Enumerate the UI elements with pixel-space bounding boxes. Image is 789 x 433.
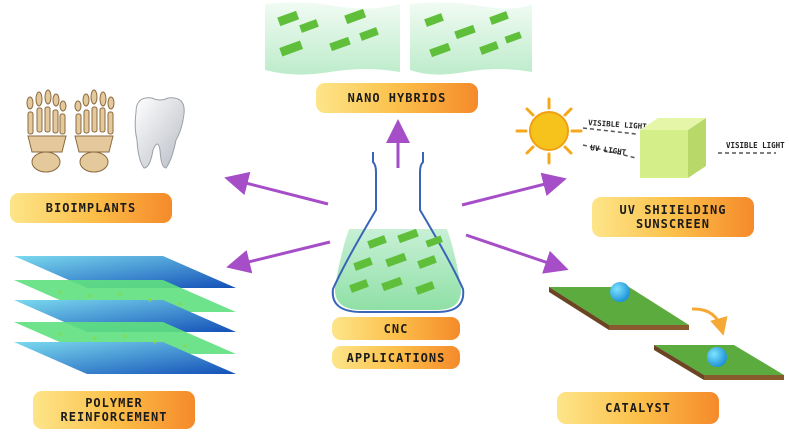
tooth-icon: [134, 97, 185, 169]
cnc-text: CNC: [383, 321, 409, 336]
catalyst-text: CATALYST: [605, 401, 671, 415]
polymer-sheets-illustration: [14, 256, 236, 374]
nano-hybrids-label: NANO HYBRIDS: [316, 83, 478, 113]
catalyst-label: CATALYST: [557, 392, 719, 424]
arrow-to-polymer: [226, 240, 331, 274]
polymer-reinforcement-label: POLYMER REINFORCEMENT: [33, 391, 195, 429]
nano-hybrids-illustration: [265, 2, 532, 75]
uv-light-label: UV LIGHT: [590, 143, 628, 157]
polymer-text-line1: POLYMER: [85, 396, 143, 410]
arrow-to-catalyst: [465, 233, 569, 274]
curved-arrow-icon: [691, 307, 728, 336]
cnc-label: CNC: [332, 317, 460, 340]
visible-light-out-label: VISIBLE LIGHT: [726, 141, 785, 150]
applications-text: APPLICATIONS: [346, 350, 446, 365]
visible-light-in-label: VISIBLE LIGHT: [588, 118, 648, 131]
uv-shielding-label: UV SHIIELDING SUNSCREEN: [592, 197, 754, 237]
bioimplants-text: BIOIMPLANTS: [45, 201, 137, 215]
foot-bones-icon: [26, 89, 115, 173]
right-foot-bones: [74, 89, 115, 173]
catalyst-illustration: [549, 282, 784, 380]
catalyst-sphere-reacted: [707, 347, 727, 367]
left-foot-bones: [26, 89, 67, 173]
uv-shielding-text-line2: SUNSCREEN: [635, 217, 711, 231]
polymer-text-line2: REINFORCEMENT: [60, 410, 168, 424]
sun-icon: [515, 97, 583, 165]
arrow-to-bioimplants: [224, 171, 329, 206]
bioimplants-label: BIOIMPLANTS: [10, 193, 172, 223]
light-rays: [582, 127, 776, 159]
catalyst-sphere: [610, 282, 630, 302]
uv-shielding-text-line1: UV SHIIELDING: [619, 203, 727, 217]
nano-hybrids-text: NANO HYBRIDS: [347, 91, 447, 105]
cube-icon: [640, 118, 706, 178]
connector-arrows: [224, 119, 569, 274]
arrow-to-uv: [461, 172, 567, 207]
applications-label: APPLICATIONS: [332, 346, 460, 369]
erlenmeyer-flask-icon: [331, 152, 465, 313]
